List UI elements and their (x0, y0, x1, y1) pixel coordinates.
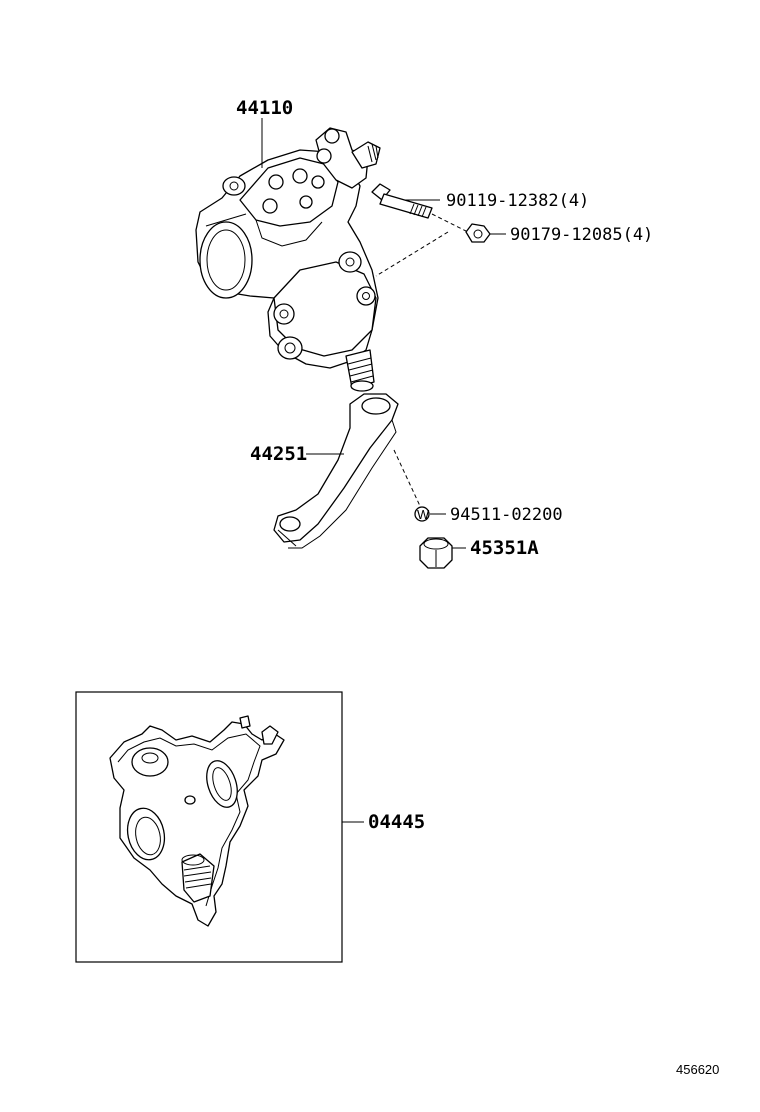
mounting-nut[interactable] (465, 223, 491, 243)
gasket-kit-box (75, 691, 343, 963)
label-45351a[interactable]: 45351A (470, 537, 539, 559)
label-44110[interactable]: 44110 (236, 97, 293, 119)
label-90179-12085[interactable]: 90179-12085(4) (510, 225, 653, 245)
dashed-line-arm-to-washer (393, 449, 421, 507)
label-90119-12382[interactable]: 90119-12382(4) (446, 191, 589, 211)
washer-mark: W (417, 507, 430, 522)
label-44251[interactable]: 44251 (250, 443, 307, 465)
mounting-bolt[interactable] (371, 183, 433, 219)
lock-washer[interactable]: W (414, 506, 430, 522)
dashed-line-nut-to-housing (375, 231, 449, 277)
label-94511-02200[interactable]: 94511-02200 (450, 505, 563, 525)
pitman-arm[interactable] (273, 393, 399, 549)
figure-id: 456620 (676, 1062, 719, 1077)
gasket-kit[interactable] (109, 715, 285, 927)
dashed-line-bolt-to-nut (431, 213, 469, 233)
pitman-arm-nut[interactable] (419, 537, 453, 569)
label-04445[interactable]: 04445 (368, 811, 425, 833)
steering-gear-housing[interactable] (195, 127, 381, 392)
